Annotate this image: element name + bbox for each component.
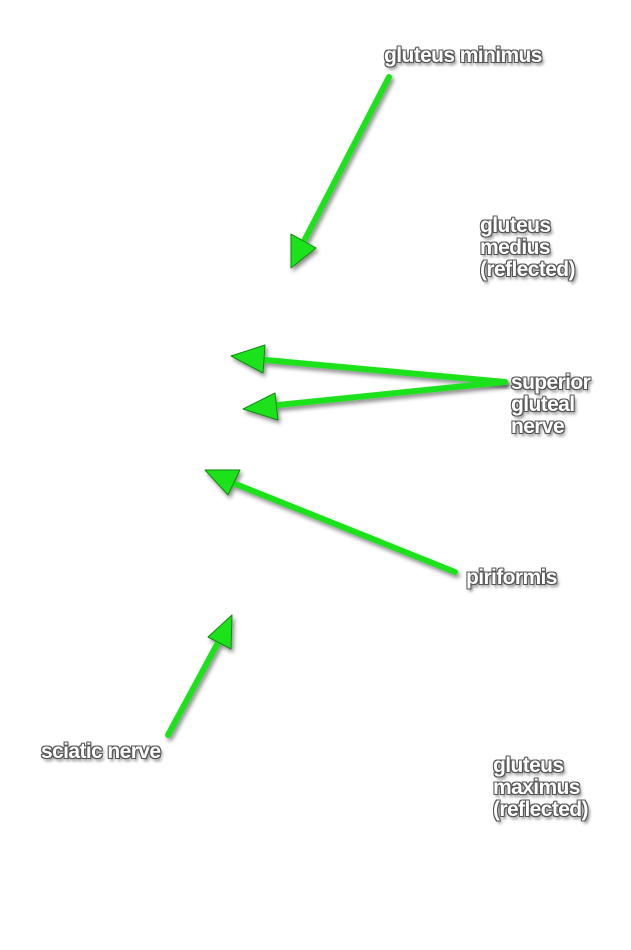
label-gluteus-medius: gluteus medius (reflected) — [480, 214, 576, 281]
arrow-superior-gluteal-nerve-lower — [242, 379, 508, 421]
label-piriformis: piriformis — [466, 566, 557, 589]
arrow-sciatic-nerve — [165, 614, 233, 738]
label-gluteus-minimus: gluteus minimus — [384, 44, 542, 67]
label-superior-gluteal-nerve: superior gluteal nerve — [511, 371, 591, 438]
label-sciatic-nerve: sciatic nerve — [41, 740, 161, 763]
arrow-gluteus-minimus — [290, 74, 392, 269]
arrow-superior-gluteal-nerve-upper — [230, 344, 508, 385]
arrow-piriformis — [204, 469, 458, 575]
label-gluteus-maximus: gluteus maximus (reflected) — [493, 754, 589, 821]
